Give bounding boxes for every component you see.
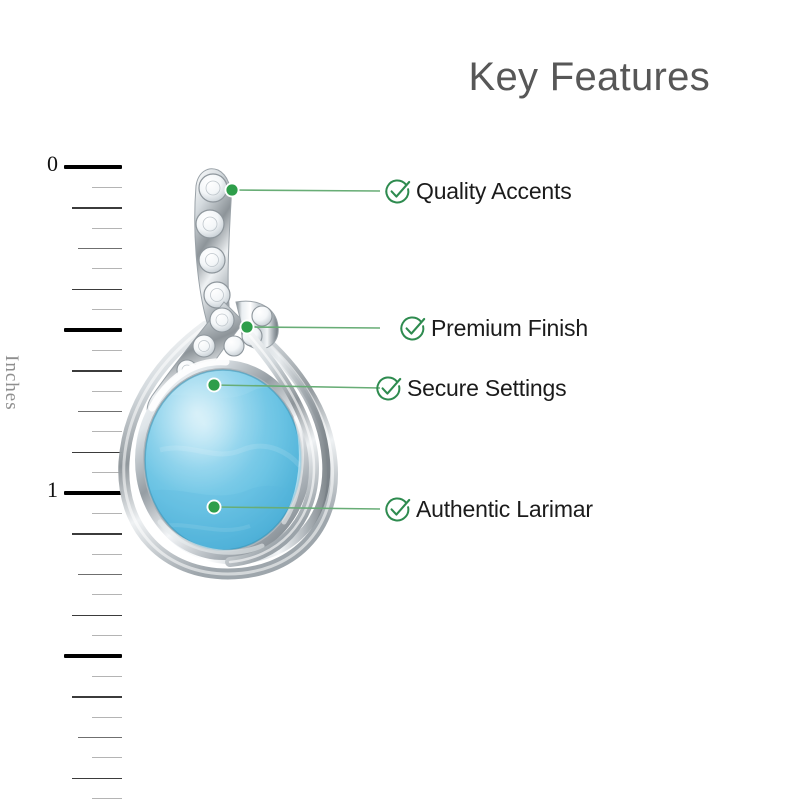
ruler-tick-minor [92, 798, 122, 800]
ruler-tick-minor [92, 594, 122, 596]
ruler-tick-half [72, 696, 122, 698]
ruler-tick-half [72, 777, 122, 780]
ruler-tick-minor [92, 390, 122, 392]
ruler-tick-minor [92, 309, 122, 311]
check-circle-icon [383, 494, 413, 524]
check-circle-icon [398, 313, 428, 343]
callout-label-0: Quality Accents [416, 178, 572, 204]
ruler-tick-half [72, 451, 122, 454]
ruler-tick-half [72, 370, 122, 372]
ruler-tick-half [72, 533, 122, 535]
ruler-tick-major [64, 165, 122, 169]
page-title: Key Features [468, 55, 710, 99]
ruler-tick-half [72, 614, 122, 617]
product-image-larimar-pendant [100, 150, 370, 590]
ruler-tick-quarter [78, 411, 122, 413]
ruler-tick-minor [92, 431, 122, 433]
ruler-tick-half [72, 288, 122, 291]
ruler-tick-quarter [78, 574, 122, 576]
ruler-tick-minor [92, 512, 122, 514]
inch-ruler: Inches 0 1 [0, 0, 160, 800]
ruler-tick-minor [92, 553, 122, 555]
ruler-tick-minor [92, 186, 122, 188]
check-circle-icon [374, 373, 404, 403]
ruler-axis-label: Inches [1, 355, 22, 411]
ruler-label-0: 0 [47, 151, 58, 176]
ruler-tick-major [64, 491, 122, 495]
ruler-tick-minor [92, 227, 122, 229]
ruler-tick-quarter [78, 248, 122, 250]
ruler-tick-quarter [78, 737, 122, 739]
callout-label-1: Premium Finish [431, 315, 588, 341]
check-circle-icon [383, 176, 413, 206]
ruler-tick-major [64, 328, 122, 332]
ruler-tick-minor [92, 716, 122, 718]
ruler-tick-minor [92, 349, 122, 351]
ruler-tick-minor [92, 757, 122, 759]
ruler-tick-half [72, 207, 122, 209]
ruler-tick-minor [92, 675, 122, 677]
ruler-tick-minor [92, 268, 122, 270]
ruler-tick-major [64, 654, 122, 658]
ruler-label-1: 1 [47, 477, 58, 502]
callout-label-2: Secure Settings [407, 375, 567, 401]
ruler-tick-minor [92, 635, 122, 637]
callout-label-3: Authentic Larimar [416, 496, 593, 522]
ruler-tick-minor [92, 472, 122, 474]
